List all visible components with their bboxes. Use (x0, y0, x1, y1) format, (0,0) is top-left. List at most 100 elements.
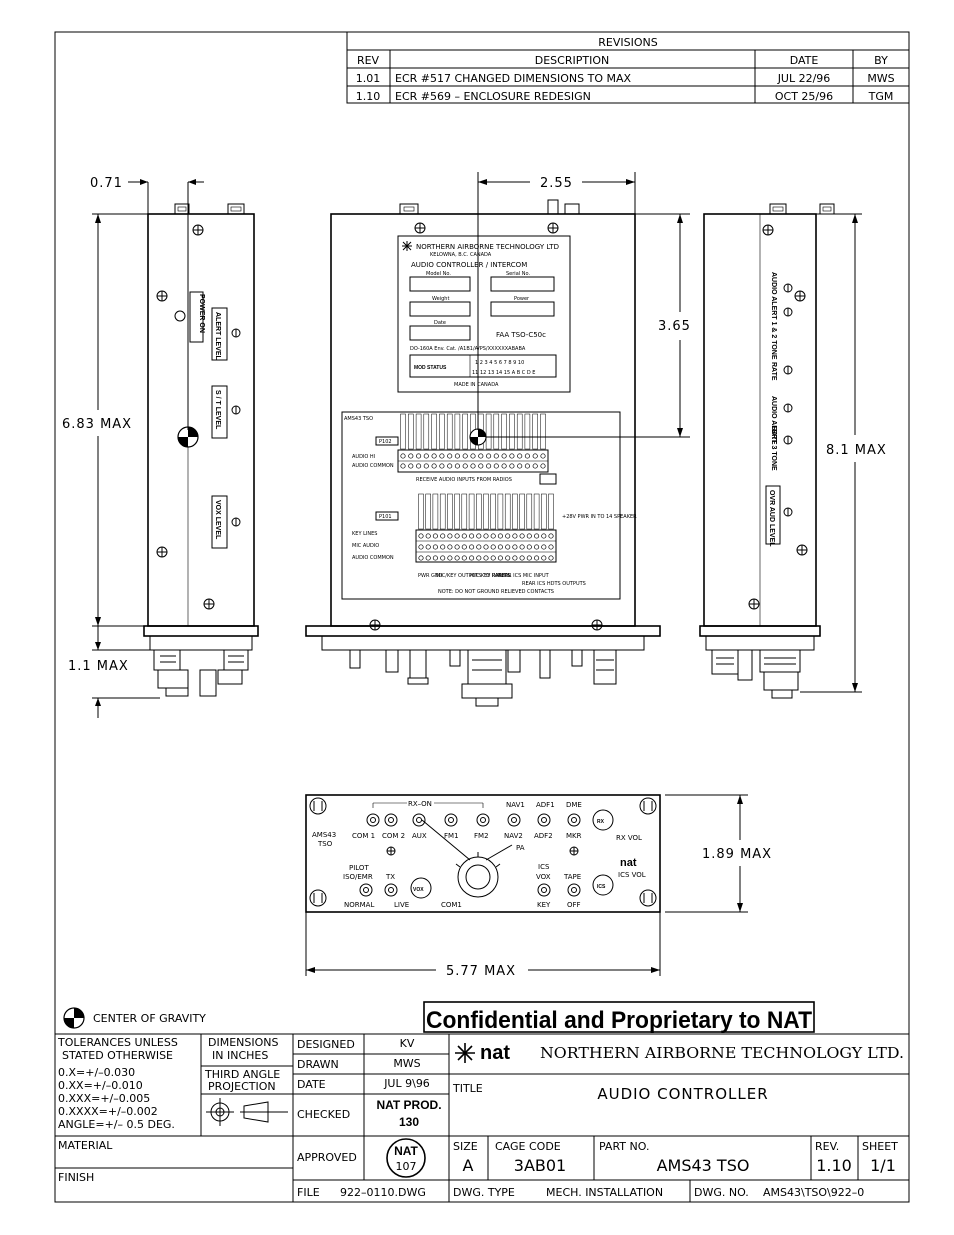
nav1-label: NAV1 (506, 801, 525, 809)
connector-pin (440, 544, 446, 550)
mod-status-row-1: 1 2 3 4 5 6 7 8 9 10 (475, 360, 524, 366)
nav2-label: NAV2 (504, 832, 523, 840)
ics-label: ICS (538, 863, 550, 871)
mic-audio-label: MIC AUDIO (352, 543, 379, 549)
ics-vol-label: ICS VOL (618, 871, 646, 879)
field-label-model: Model No. (426, 271, 451, 277)
connector-pin (512, 533, 518, 539)
rev-header: REV (357, 54, 380, 67)
dim-3-65: 3.65 (658, 319, 691, 334)
connector-pin (519, 544, 525, 550)
third-angle-projection-icon (206, 1098, 288, 1126)
connector-pin (505, 544, 511, 550)
fm1-label: FM1 (444, 832, 459, 840)
rev-cell: 1.10 (356, 90, 381, 103)
cog-legend: CENTER OF GRAVITY (63, 1007, 206, 1029)
tolerance-line: 0.XXXX=+/–0.002 (58, 1105, 158, 1118)
revisions-table: REVISIONS REV DESCRIPTION DATE BY 1.01 E… (346, 31, 910, 104)
connector-pin (478, 453, 484, 459)
dim-5-77: 5.77 MAX (446, 964, 516, 979)
dwg-type-value: MECH. INSTALLATION (546, 1186, 663, 1199)
connector-pin (425, 533, 431, 539)
connector-pin (490, 544, 496, 550)
connector-pin (454, 533, 460, 539)
connector-model: AMS43 TSO (344, 416, 373, 422)
nameplate-env: DO-160A Env. Cat. /A1B1/A/PS/XXXXXXABABA (410, 346, 526, 352)
rate-label-2: RATE (770, 426, 777, 445)
finish-label: FINISH (58, 1171, 94, 1184)
connector-pin (408, 463, 414, 469)
connector-pin (532, 453, 538, 459)
nameplate-company: NORTHERN AIRBORNE TECHNOLOGY LTD (416, 243, 559, 251)
by-cell: TGM (868, 90, 894, 103)
wire-label-strip (533, 493, 540, 530)
front-dimensions: 1.89 MAX 5.77 MAX (305, 794, 771, 979)
model-label: AMS43 (312, 831, 336, 839)
connector-pin (548, 555, 554, 561)
field-label-date: Date (434, 320, 446, 326)
wire-label-strip (540, 413, 546, 450)
connector-pin (517, 453, 523, 459)
confidential-box (423, 1001, 815, 1033)
dim-1-1: 1.1 MAX (68, 659, 129, 674)
wire-label-strip (408, 413, 414, 450)
power-on-label: POWER ON (198, 294, 205, 333)
connector-pin (486, 453, 492, 459)
connector-pin (461, 544, 467, 550)
dimensions-units: DIMENSIONS (208, 1036, 278, 1049)
mod-status-row-2: 11 12 13 14 15 A B C D E (472, 370, 535, 376)
wire-label-strip (432, 493, 439, 530)
aux-label: AUX (412, 832, 427, 840)
connector-pin (470, 453, 476, 459)
checked-value-number: 130 (399, 1115, 419, 1129)
connector-pin (408, 453, 414, 459)
description-cell: ECR #569 – ENCLOSURE REDESIGN (395, 90, 591, 103)
wire-label-strip (425, 493, 431, 530)
audio-common-label: AUDIO COMMON (352, 463, 394, 469)
size-value: A (463, 1156, 474, 1175)
adf1-label: ADF1 (536, 801, 555, 809)
connector-pin (509, 453, 515, 459)
title-label: TITLE (452, 1082, 483, 1095)
dim-8-1: 8.1 MAX (826, 443, 887, 458)
audio-alert-3-tone-label: AUDIO ALERT 3 TONE (770, 396, 777, 471)
rx-knob-label: RX (597, 819, 605, 825)
nameplate-city: KELOWNA, B.C. CANADA (430, 252, 492, 258)
connector-pin (534, 544, 540, 550)
fm2-label: FM2 (474, 832, 489, 840)
mod-status-label: MOD STATUS (414, 365, 447, 371)
connector-pin (469, 533, 475, 539)
connector-pin (447, 555, 453, 561)
alert-level-label: ALERT LEVEL (214, 312, 221, 361)
connector-pin (454, 544, 460, 550)
left-dimensions: 0.71 6.83 MAX 1.1 MAX (62, 176, 204, 718)
wire-label-strip (476, 493, 482, 530)
sheet-value: 1/1 (870, 1156, 896, 1175)
p101-wire-labels (418, 493, 554, 530)
connector-pin (493, 463, 499, 469)
receive-inputs-label: RECEIVE AUDIO INPUTS FROM RADIOS (416, 477, 512, 483)
connector-pin (490, 555, 496, 561)
connector-pin (400, 463, 406, 469)
connector-pin (512, 555, 518, 561)
connector-pin (476, 533, 482, 539)
group-rear-ics-mic: REAR ICS MIC INPUT (498, 573, 550, 579)
key-lines-label: KEY LINES (352, 531, 377, 537)
rev-label: REV. (815, 1140, 839, 1153)
tolerance-line: TOLERANCES UNLESS (57, 1036, 178, 1049)
connector-pin (526, 555, 532, 561)
wire-label-strip (541, 493, 547, 530)
connector-pin (532, 463, 538, 469)
pilot-label: PILOT (349, 864, 369, 872)
wire-label-strip (516, 413, 523, 450)
dwg-type-label: DWG. TYPE (453, 1186, 515, 1199)
connector-pin (439, 453, 445, 459)
connector-pin (476, 544, 482, 550)
cage-code-label: CAGE CODE (495, 1140, 561, 1153)
wire-label-strip (504, 493, 511, 530)
p102-label: P102 (379, 439, 392, 445)
connector-pin (454, 555, 460, 561)
audio-hi-label: AUDIO HI (352, 454, 375, 460)
checked-value: NAT PROD. (376, 1098, 441, 1112)
